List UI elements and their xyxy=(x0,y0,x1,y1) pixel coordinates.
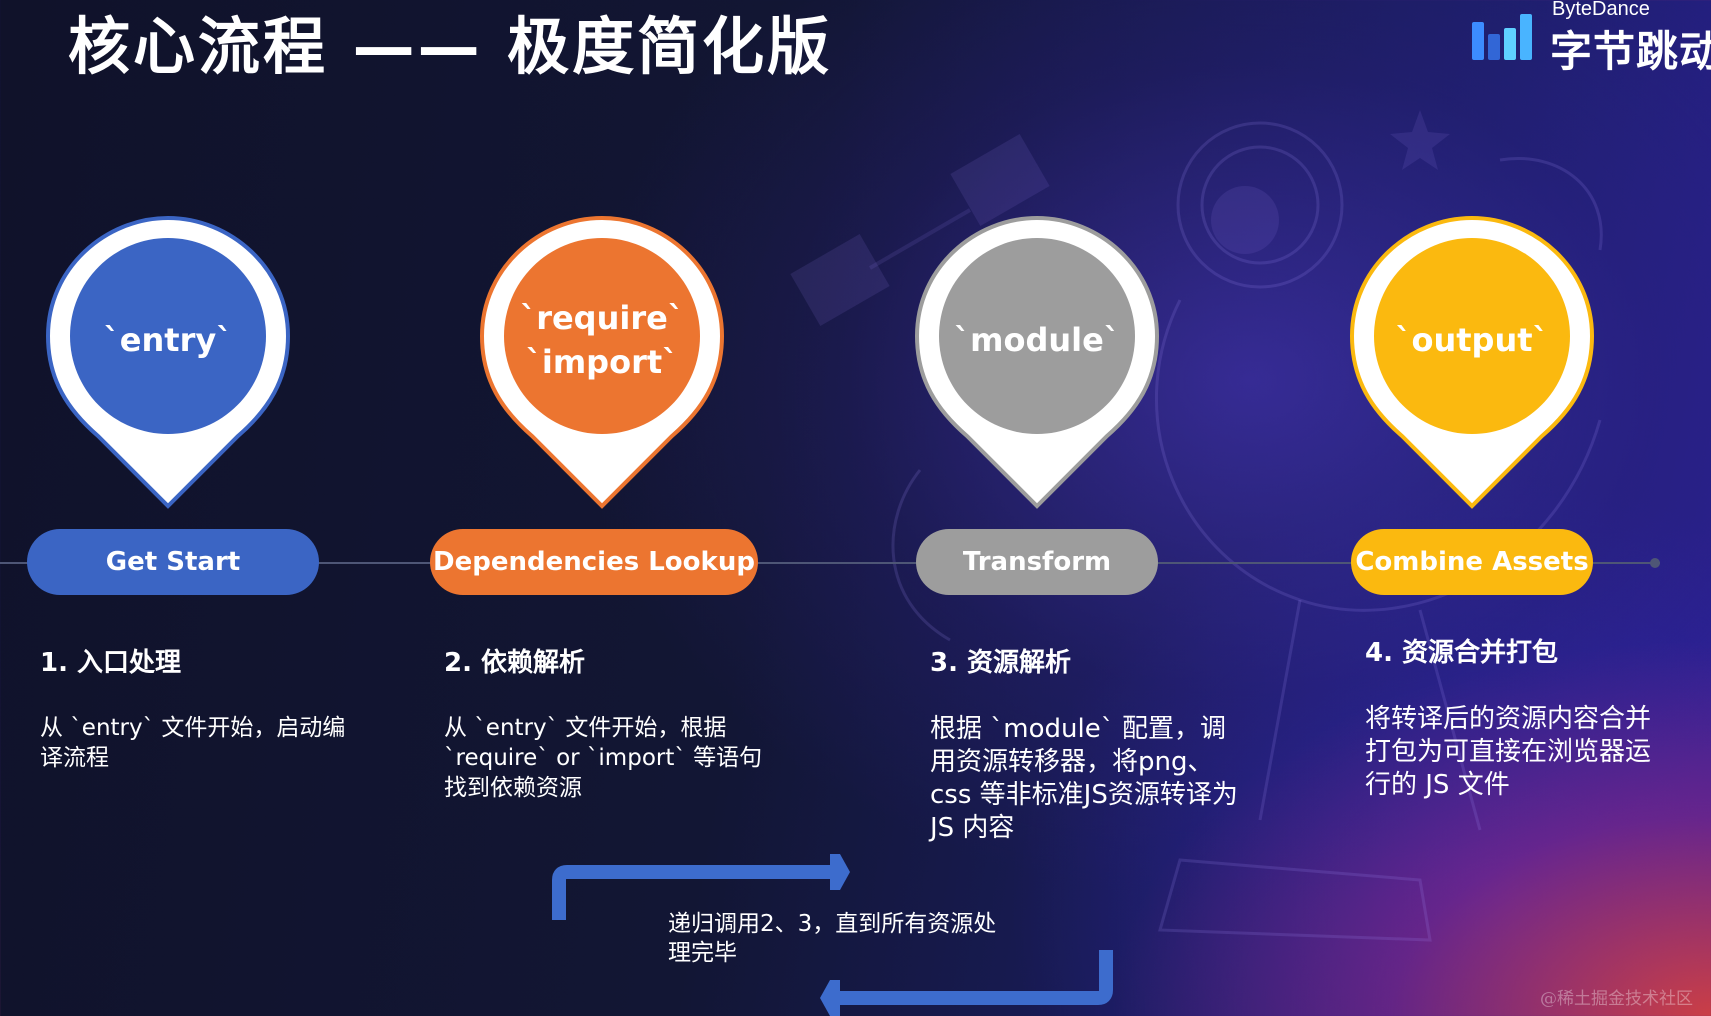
logo-text-en: ByteDance xyxy=(1552,0,1650,20)
step-title-3: 3. 资源解析 xyxy=(930,648,1072,678)
pill-dependencies-lookup: Dependencies Lookup xyxy=(430,529,758,595)
loop-caption: 递归调用2、3，直到所有资源处理完毕 xyxy=(668,911,997,966)
pill-transform: Transform xyxy=(916,529,1158,595)
page-title: 核心流程 —— 极度简化版 xyxy=(68,10,833,83)
watermark: @稀土掘金技术社区 xyxy=(1540,989,1693,1009)
step-desc-4: 将转译后的资源内容合并打包为可直接在浏览器运行的 JS 文件 xyxy=(1365,704,1652,800)
bytedance-logo-icon xyxy=(1472,14,1532,60)
pin-output: `output` xyxy=(1342,210,1602,510)
step-desc-1: 从 `entry` 文件开始，启动编译流程 xyxy=(40,715,346,771)
step-desc-3: 根据 `module` 配置，调用资源转移器，将png、css 等非标准JS资源… xyxy=(930,714,1238,843)
step-title-4: 4. 资源合并打包 xyxy=(1365,638,1559,668)
timeline-end-dot xyxy=(1650,558,1660,568)
pill-get-start: Get Start xyxy=(27,529,319,595)
pin-module: `module` xyxy=(907,210,1167,510)
step-title-1: 1. 入口处理 xyxy=(40,648,182,678)
logo-text-cn: 字节跳动 xyxy=(1550,27,1711,76)
pin-label: `output` xyxy=(1395,321,1549,359)
bytedance-logo: ByteDance 字节跳动 xyxy=(1472,0,1711,76)
pin-label: `module` xyxy=(954,321,1120,359)
pin-require-import: `require` `import` xyxy=(472,210,732,510)
timeline-line xyxy=(0,562,1660,564)
pin-label: `entry` xyxy=(103,321,233,359)
pill-combine-assets: Combine Assets xyxy=(1351,529,1593,595)
step-desc-2: 从 `entry` 文件开始，根据 `require` or `import` … xyxy=(444,715,763,801)
recursion-loop-arrows xyxy=(552,854,1113,1016)
step-title-2: 2. 依赖解析 xyxy=(444,648,586,678)
pin-label: `require` `import` xyxy=(520,299,684,381)
pin-entry: `entry` xyxy=(38,210,298,510)
